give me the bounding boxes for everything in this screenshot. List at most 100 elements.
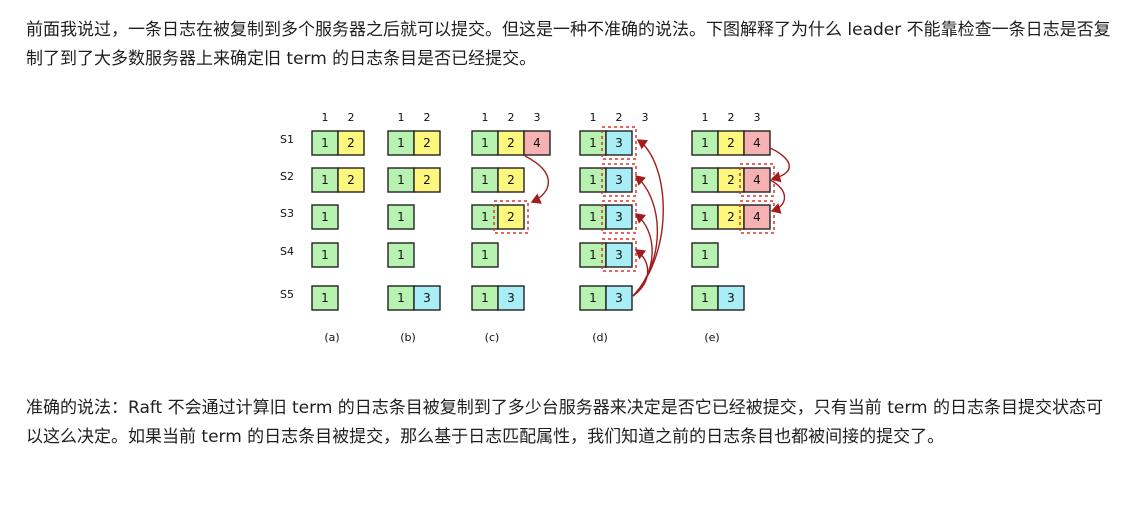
log-entry <box>605 167 633 193</box>
log-index-label: 1 <box>590 111 597 124</box>
log-entry-term: 3 <box>615 136 623 150</box>
log-entry <box>691 167 719 193</box>
log-entry-term: 1 <box>589 136 597 150</box>
log-entry-term: 1 <box>481 291 489 305</box>
log-entry <box>717 130 745 156</box>
log-index-label: 2 <box>616 111 623 124</box>
log-entry-term: 3 <box>615 291 623 305</box>
log-entry <box>497 167 525 193</box>
highlight-box <box>601 126 637 160</box>
log-entry-term: 2 <box>507 173 515 187</box>
log-entry-term: 2 <box>423 136 431 150</box>
log-entry-term: 2 <box>347 173 355 187</box>
log-entry <box>387 242 415 268</box>
log-entry-term: 1 <box>589 210 597 224</box>
log-entry <box>337 130 365 156</box>
replication-arrow <box>632 249 649 297</box>
log-entry-term: 2 <box>507 210 515 224</box>
log-entry-term: 1 <box>701 248 709 262</box>
log-entry-term: 1 <box>397 136 405 150</box>
highlight-box <box>493 200 529 234</box>
log-entry-term: 2 <box>423 173 431 187</box>
log-index-label: 1 <box>398 111 405 124</box>
log-index-label: 3 <box>534 111 541 124</box>
log-index-label: 1 <box>702 111 709 124</box>
log-entry-term: 2 <box>507 136 515 150</box>
log-entry <box>497 285 525 311</box>
log-entry-term: 3 <box>423 291 431 305</box>
log-entry-term: 1 <box>701 291 709 305</box>
log-entry <box>471 242 499 268</box>
log-entry <box>311 167 339 193</box>
log-index-label: 2 <box>348 111 355 124</box>
log-entry <box>337 167 365 193</box>
log-entry <box>691 242 719 268</box>
server-label: S1 <box>280 133 294 146</box>
log-entry-term: 3 <box>615 210 623 224</box>
log-entry <box>311 285 339 311</box>
replication-arrow <box>632 175 659 297</box>
log-entry-term: 1 <box>397 173 405 187</box>
panel-caption: (a) <box>324 331 339 344</box>
log-index-label: 2 <box>424 111 431 124</box>
server-label: S3 <box>280 207 294 220</box>
log-entry-term: 2 <box>727 173 735 187</box>
log-entry-term: 1 <box>589 291 597 305</box>
replication-arrow <box>524 155 550 204</box>
panel-caption: (b) <box>400 331 416 344</box>
log-entry-term: 1 <box>321 291 329 305</box>
log-entry-term: 1 <box>701 136 709 150</box>
log-entry <box>523 130 551 156</box>
replication-arrow <box>632 139 664 297</box>
log-entry-term: 1 <box>321 136 329 150</box>
log-entry-term: 1 <box>321 210 329 224</box>
log-index-label: 3 <box>754 111 761 124</box>
log-entry-term: 2 <box>347 136 355 150</box>
log-entry <box>471 167 499 193</box>
log-entry <box>387 130 415 156</box>
log-entry-term: 1 <box>589 248 597 262</box>
log-entry-term: 1 <box>321 173 329 187</box>
server-label: S5 <box>280 288 294 301</box>
log-entry-term: 1 <box>397 248 405 262</box>
log-entry-term: 3 <box>727 291 735 305</box>
log-entry-term: 1 <box>481 210 489 224</box>
log-index-label: 1 <box>322 111 329 124</box>
log-entry-term: 1 <box>701 210 709 224</box>
log-entry-term: 1 <box>481 173 489 187</box>
log-entry-term: 1 <box>397 210 405 224</box>
server-label: S2 <box>280 170 294 183</box>
log-index-label: 3 <box>642 111 649 124</box>
log-entry-term: 4 <box>753 173 761 187</box>
log-entry-term: 1 <box>701 173 709 187</box>
server-label: S4 <box>280 245 294 258</box>
log-entry <box>413 130 441 156</box>
log-entry <box>311 130 339 156</box>
log-entry <box>743 130 771 156</box>
log-entry-term: 1 <box>481 136 489 150</box>
log-entry <box>413 285 441 311</box>
log-entry <box>497 130 525 156</box>
log-entry <box>311 204 339 230</box>
intro-paragraph: 前面我说过，一条日志在被复制到多个服务器之后就可以提交。但这是一种不准确的说法。… <box>26 20 1111 69</box>
log-entry-term: 1 <box>589 173 597 187</box>
replication-arrow <box>769 147 790 183</box>
panel-caption: (e) <box>704 331 719 344</box>
log-index-label: 2 <box>728 111 735 124</box>
log-entry-term: 2 <box>727 136 735 150</box>
log-entry-term: 1 <box>321 248 329 262</box>
log-entry <box>605 204 633 230</box>
log-entry <box>311 242 339 268</box>
log-entry-term: 3 <box>615 173 623 187</box>
log-entry-term: 3 <box>615 248 623 262</box>
panel-caption: (c) <box>485 331 500 344</box>
log-entry <box>743 204 771 230</box>
replication-arrow <box>769 179 786 214</box>
log-entry <box>605 130 633 156</box>
log-entry <box>497 204 525 230</box>
log-entry <box>605 242 633 268</box>
